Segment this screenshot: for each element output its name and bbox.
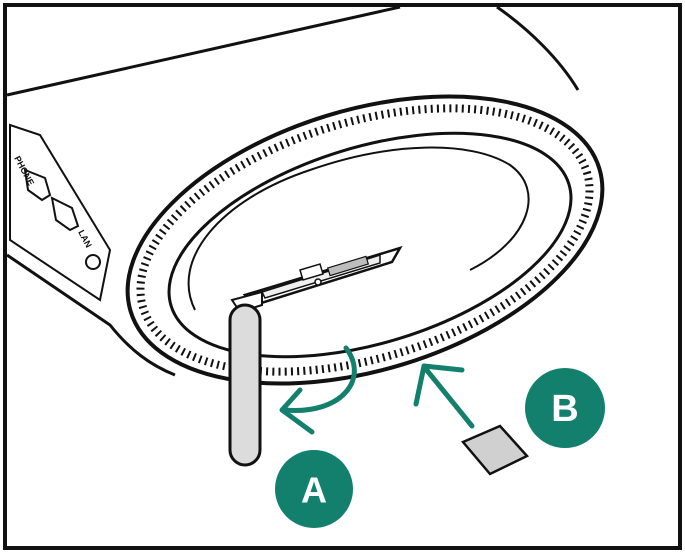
lan-port-icon — [50, 196, 80, 232]
sim-cover — [228, 303, 262, 467]
arrow-a — [279, 345, 357, 435]
step-b-label: B — [551, 388, 578, 430]
vent-ring — [136, 104, 594, 376]
sim-card — [460, 424, 530, 476]
phone-port-icon — [23, 168, 52, 202]
recessed-area — [187, 146, 530, 311]
side-ports: PHONE LAN — [9, 123, 112, 302]
router-top-edge — [6, 5, 401, 97]
arrow-b — [413, 363, 475, 429]
router-top-curve — [496, 5, 580, 91]
power-port-icon — [85, 254, 101, 270]
sim-cover-flap — [228, 290, 263, 467]
step-b-badge: B — [525, 368, 605, 448]
step-a-label: A — [301, 470, 327, 511]
step-a-badge: A — [275, 450, 353, 528]
sim-slot — [242, 245, 403, 307]
router-bottom-edge — [6, 253, 176, 377]
